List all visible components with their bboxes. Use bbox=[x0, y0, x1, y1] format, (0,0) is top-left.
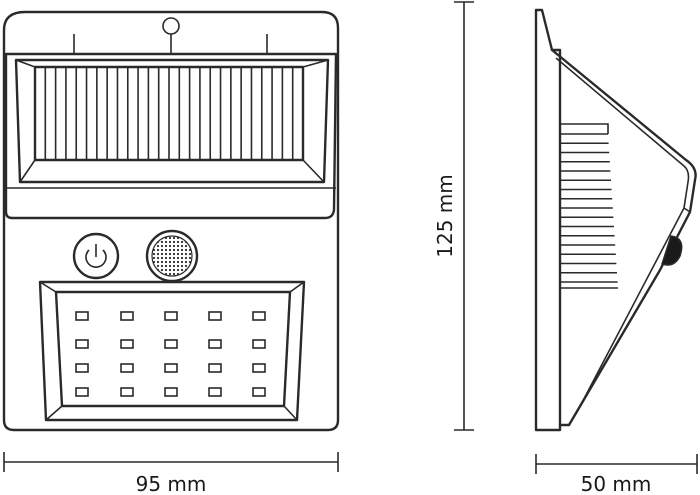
solar-panel-bevel bbox=[14, 58, 330, 184]
led-chip bbox=[75, 387, 89, 397]
side-back-plate bbox=[534, 8, 562, 432]
depth-label: 50 mm bbox=[581, 472, 652, 495]
led-chip bbox=[75, 339, 89, 349]
led-chip bbox=[164, 311, 178, 321]
led-chip bbox=[208, 363, 222, 373]
led-chip bbox=[252, 387, 266, 397]
solar-cells bbox=[44, 67, 294, 160]
dimension-height: 125 mm bbox=[433, 1, 474, 431]
motion-sensor bbox=[145, 229, 199, 283]
sensor-grille bbox=[151, 235, 193, 277]
height-label: 125 mm bbox=[433, 174, 457, 258]
led-panel-inner bbox=[54, 290, 292, 408]
led-chip bbox=[208, 311, 222, 321]
dimension-width: 95 mm bbox=[3, 452, 339, 495]
led-grid bbox=[75, 311, 266, 397]
led-chip bbox=[252, 363, 266, 373]
power-button[interactable] bbox=[72, 232, 120, 280]
led-chip bbox=[164, 387, 178, 397]
led-chip bbox=[120, 363, 134, 373]
power-icon bbox=[85, 244, 107, 268]
led-chip bbox=[252, 311, 266, 321]
led-chip bbox=[208, 339, 222, 349]
side-sensor-icon bbox=[661, 235, 683, 266]
heatsink-fins bbox=[560, 133, 618, 283]
led-chip bbox=[164, 363, 178, 373]
led-chip bbox=[208, 387, 222, 397]
led-chip bbox=[120, 387, 134, 397]
led-chip bbox=[252, 339, 266, 349]
led-chip bbox=[120, 339, 134, 349]
width-label: 95 mm bbox=[136, 472, 207, 495]
side-view bbox=[534, 8, 697, 432]
led-panel-outer bbox=[38, 280, 306, 422]
led-chip bbox=[75, 363, 89, 373]
heatsink bbox=[560, 123, 618, 289]
dimension-depth: 50 mm bbox=[535, 454, 698, 495]
led-chip bbox=[120, 311, 134, 321]
led-chip bbox=[164, 339, 178, 349]
led-chip bbox=[75, 311, 89, 321]
front-body-outline bbox=[2, 10, 340, 432]
hanging-hook-icon bbox=[162, 17, 180, 54]
front-view bbox=[2, 10, 340, 432]
solar-panel-housing bbox=[4, 52, 338, 220]
